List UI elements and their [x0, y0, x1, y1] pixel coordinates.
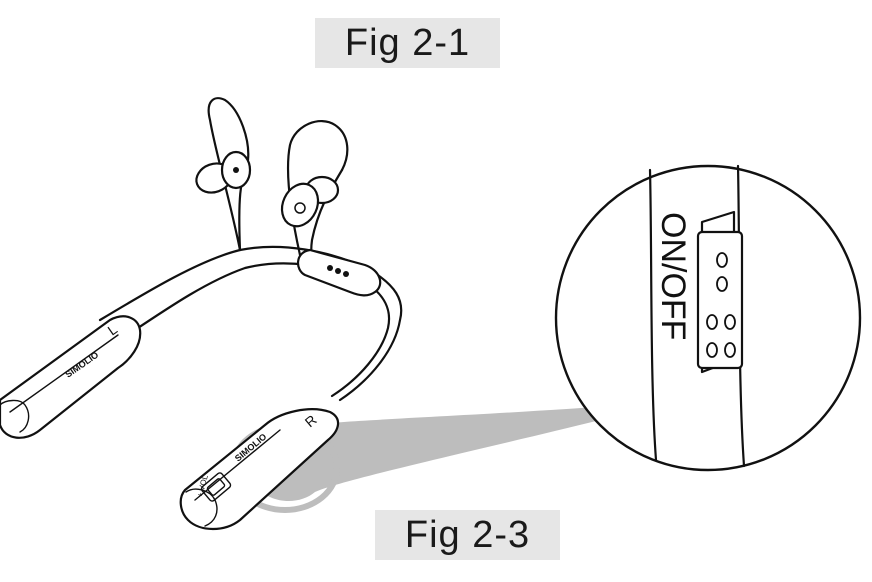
- right-pod: [179, 408, 340, 531]
- power-switch: [696, 230, 744, 370]
- neckband: [0, 245, 403, 531]
- figure-label-bottom: Fig 2-3: [375, 510, 560, 560]
- right-earbud: [280, 175, 340, 228]
- zoom-callout: ON/OFF: [554, 164, 862, 472]
- figure-label-top: Fig 2-1: [315, 18, 500, 68]
- volume-buttons: [200, 472, 232, 502]
- left-earbud: [195, 150, 252, 194]
- left-pod: [0, 315, 142, 439]
- on-off-label: ON/OFF: [654, 212, 692, 340]
